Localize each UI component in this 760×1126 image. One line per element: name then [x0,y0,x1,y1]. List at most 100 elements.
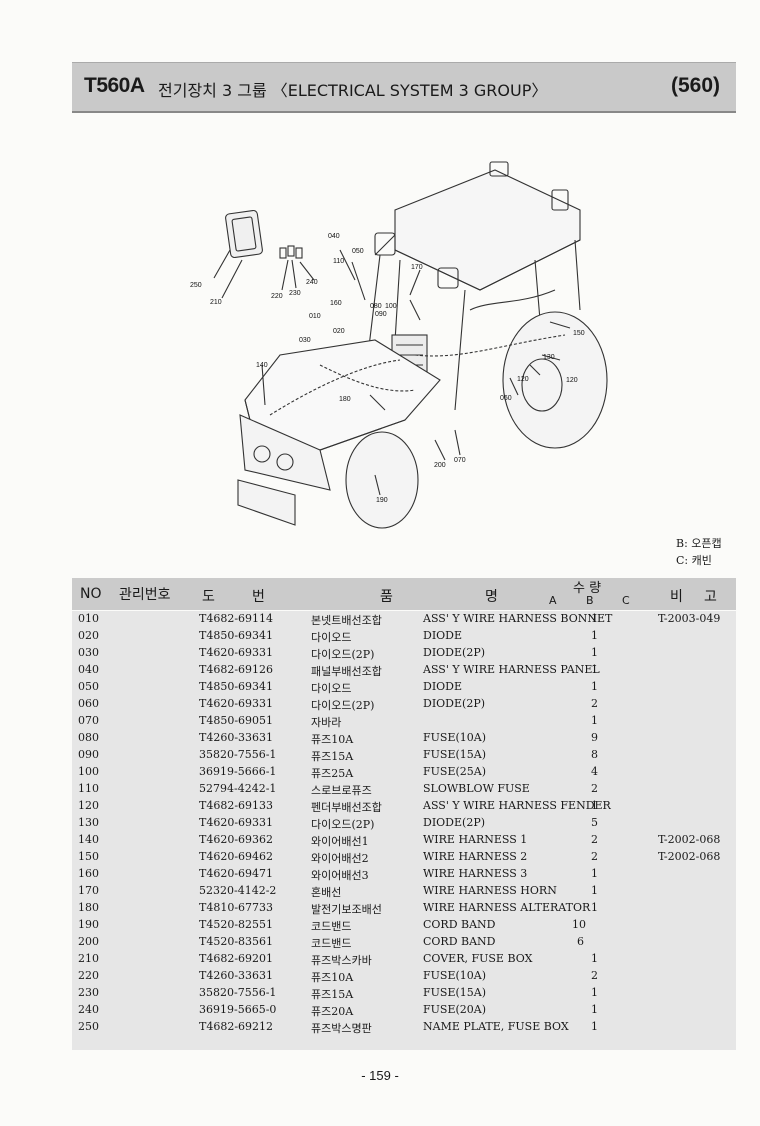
qty-b: 1 [591,1003,598,1016]
qty-b: 9 [591,731,598,744]
part-ref-no: 130 [78,816,99,829]
part-name-english: FUSE(10A) [423,731,486,744]
part-number: T4620-69331 [199,697,274,710]
part-number: 36919-5665-0 [199,1003,277,1016]
part-ref-no: 020 [78,629,99,642]
part-name-korean: 와이어배선2 [311,852,369,865]
part-name-korean: 다이오드(2P) [311,648,375,661]
part-ref-no: 050 [78,680,99,693]
part-name-korean: 본넷트배선조합 [311,614,382,627]
part-number: 52794-4242-1 [199,782,277,795]
part-name-korean: 퓨즈10A [311,971,354,984]
part-name-korean: 자바라 [311,716,342,729]
qty-a: 10 [572,918,586,931]
header-pum: 품 [380,589,393,605]
part-name-english: ASS' Y WIRE HARNESS PANEL [423,663,600,676]
part-name-korean: 다이오드(2P) [311,699,375,712]
part-name-korean: 퓨즈10A [311,733,354,746]
callout-label: 140 [256,362,268,369]
qty-b: 1 [591,901,598,914]
part-name-english: DIODE(2P) [423,646,486,659]
callout-label: 080 [370,303,382,310]
part-ref-no: 210 [78,952,99,965]
part-ref-no: 180 [78,901,99,914]
part-name-english: SLOWBLOW FUSE [423,782,530,795]
header-myeong: 명 [485,589,498,605]
part-number: T4620-69462 [199,850,274,863]
callout-label: 120 [566,377,578,384]
qty-b: 1 [591,680,598,693]
qty-b: 4 [591,765,598,778]
part-number: 36919-5666-1 [199,765,277,778]
part-number: T4620-69331 [199,646,274,659]
part-name-korean: 펜더부배선조합 [311,801,382,814]
part-number: T4620-69331 [199,816,274,829]
legend-item: C: 캐빈 [676,554,712,567]
part-number: T4682-69126 [199,663,274,676]
part-ref-no: 030 [78,646,99,659]
part-name-english: DIODE [423,680,463,693]
header-mgmt: 관리번호 [119,587,171,603]
part-name-english: WIRE HARNESS ALTERATOR [423,901,591,914]
part-ref-no: 190 [78,918,99,931]
part-ref-no: 200 [78,935,99,948]
callout-label: 240 [306,279,318,286]
part-number: T4850-69051 [199,714,274,727]
qty-b: 5 [591,816,598,829]
part-number: 35820-7556-1 [199,748,277,761]
part-ref-no: 070 [78,714,99,727]
callout-label: 050 [352,248,364,255]
part-number: T4682-69114 [199,612,274,625]
part-number: T4682-69212 [199,1020,274,1033]
part-name-korean: 퓨즈20A [311,1005,354,1018]
part-ref-no: 140 [78,833,99,846]
remarks: T-2003-049 [658,612,721,625]
header-bi: 비 [670,589,683,605]
header-beon: 번 [252,589,265,605]
part-ref-no: 080 [78,731,99,744]
part-name-english: COVER, FUSE BOX [423,952,533,965]
diagram-callouts: 040 050 110 170 250 210 220 230 240 160 … [190,233,585,504]
qty-b: 1 [591,629,598,642]
part-ref-no: 010 [78,612,99,625]
part-name-korean: 코드밴드 [311,920,352,933]
part-ref-no: 250 [78,1020,99,1033]
part-number: T4850-69341 [199,629,274,642]
part-name-korean: 다이오드 [311,682,352,695]
tractor-drawing [213,161,608,529]
part-name-english: DIODE(2P) [423,697,486,710]
callout-label: 040 [328,233,340,240]
remarks: T-2002-068 [658,850,721,863]
part-name-english: DIODE(2P) [423,816,486,829]
part-ref-no: 220 [78,969,99,982]
part-ref-no: 240 [78,1003,99,1016]
part-name-english: FUSE(15A) [423,748,486,761]
page-title: 전기장치 3 그룹 〈ELECTRICAL SYSTEM 3 GROUP〉 [158,81,548,100]
callout-label: 100 [385,303,397,310]
callout-label: 070 [454,457,466,464]
parts-table-header: NO 관리번호 도 번 품 명 수 량 A B C 비 고 [72,578,736,610]
part-ref-no: 150 [78,850,99,863]
part-name-korean: 다이오드 [311,631,352,644]
part-name-english: WIRE HARNESS 2 [423,850,528,863]
qty-b: 1 [591,884,598,897]
part-name-korean: 퓨즈박스카바 [311,954,372,967]
part-ref-no: 120 [78,799,99,812]
